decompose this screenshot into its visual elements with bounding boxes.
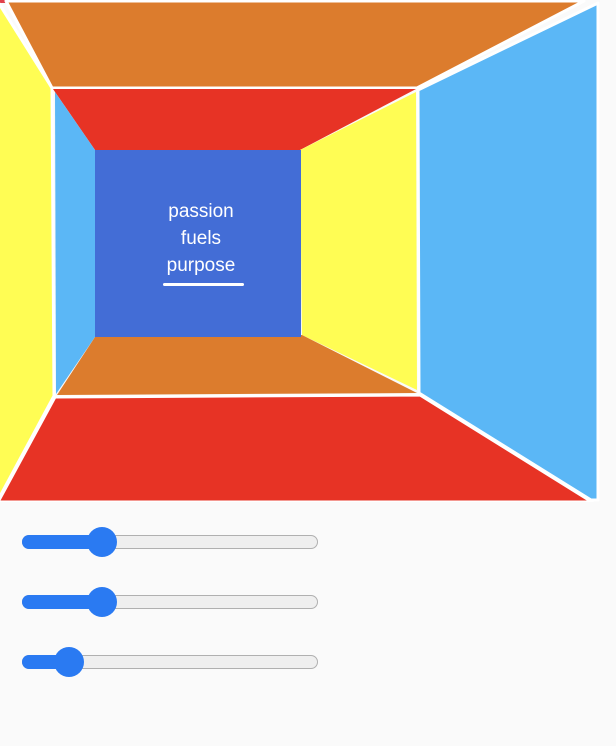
inner-floor <box>57 335 417 395</box>
outer-floor <box>0 393 594 502</box>
slider-fill <box>22 535 102 549</box>
inner-right-wall <box>300 92 417 390</box>
slider-1[interactable] <box>22 527 318 557</box>
slider-thumb[interactable] <box>86 527 117 557</box>
inner-left-wall <box>55 92 95 394</box>
outer-ceiling <box>4 0 586 90</box>
slider-3[interactable] <box>22 647 318 677</box>
message-line: fuels <box>180 228 222 249</box>
slider-fill <box>22 595 102 609</box>
message-line: purpose <box>166 255 236 276</box>
slider-thumb[interactable] <box>86 587 117 617</box>
message-text: passion fuels purpose <box>140 198 262 279</box>
tunnel-scene <box>0 0 600 502</box>
message-underline <box>163 283 244 286</box>
inner-ceiling <box>53 89 416 150</box>
center-back-wall <box>95 150 301 337</box>
slider-2[interactable] <box>22 587 318 617</box>
message-line: passion <box>168 201 234 222</box>
slider-thumb[interactable] <box>54 647 85 677</box>
